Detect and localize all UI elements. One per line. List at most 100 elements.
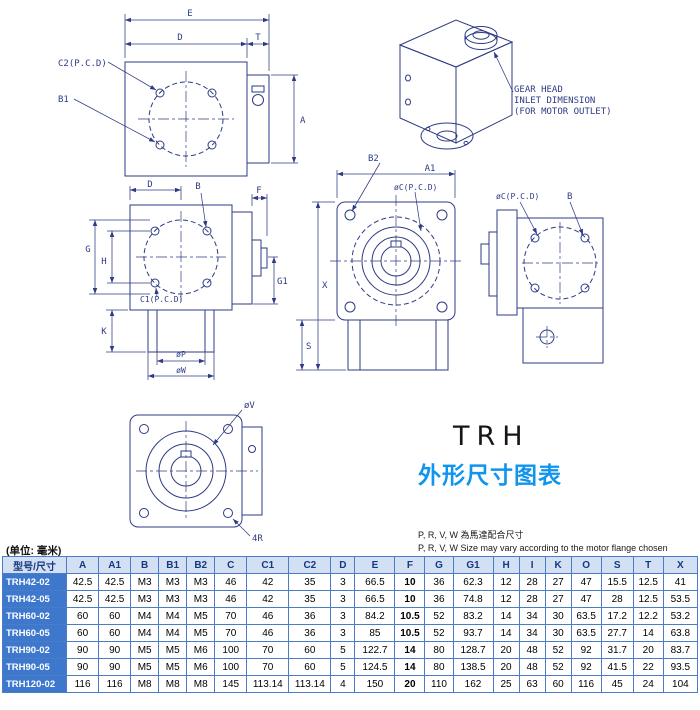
value-cell: 20 [632, 641, 664, 659]
value-cell: M8 [186, 675, 216, 693]
callout-b2: B2 [368, 154, 379, 164]
callout-gearhead-line2: INLET DIMENSION [514, 96, 595, 106]
value-cell: 27 [544, 573, 572, 591]
dim-label-g1: G1 [277, 277, 288, 287]
value-cell: 12 [492, 590, 520, 608]
model-cell: TRH90-05 [1, 658, 68, 676]
value-cell: 116 [570, 675, 602, 693]
callout-c2-pcd: C2(P.C.D) [58, 59, 107, 69]
dim-label-h: H [101, 257, 106, 267]
value-cell: 42.5 [66, 590, 100, 608]
column-header: C [214, 556, 248, 574]
series-title: TRH [452, 421, 530, 452]
value-cell: 45 [600, 675, 634, 693]
dim-label-d: D [177, 33, 182, 43]
value-cell: 116 [98, 675, 132, 693]
value-cell: 14 [394, 641, 426, 659]
value-cell: 3 [330, 590, 356, 608]
value-cell: 12.5 [632, 573, 664, 591]
value-cell: 5 [330, 658, 356, 676]
value-cell: 28 [518, 590, 546, 608]
value-cell: 42.5 [98, 590, 132, 608]
column-header: T [632, 556, 664, 574]
dim-label-phi-v: øV [244, 401, 255, 411]
value-cell: 47 [570, 590, 602, 608]
value-cell: 128.7 [452, 641, 494, 659]
value-cell: M4 [130, 607, 160, 625]
value-cell: 17.2 [600, 607, 634, 625]
dim-label-d2: D [147, 180, 152, 190]
value-cell: 100 [214, 641, 248, 659]
value-cell: 83.7 [662, 641, 699, 659]
value-cell: 10.5 [394, 624, 426, 642]
value-cell: 14 [394, 658, 426, 676]
callout-gearhead-line1: GEAR HEAD [514, 85, 563, 95]
column-header: B2 [186, 556, 216, 574]
dim-label-k: K [101, 327, 107, 337]
dim-label-t: T [255, 33, 261, 43]
value-cell: 93.5 [662, 658, 699, 676]
value-cell: 70 [246, 658, 290, 676]
value-cell: M3 [158, 590, 188, 608]
value-cell: 28 [600, 590, 634, 608]
column-header: F [394, 556, 426, 574]
value-cell: 48 [518, 641, 546, 659]
value-cell: 52 [424, 624, 454, 642]
value-cell: 36 [288, 607, 332, 625]
model-cell: TRH42-02 [1, 573, 68, 591]
value-cell: 74.8 [452, 590, 494, 608]
value-cell: 14 [492, 607, 520, 625]
value-cell: M5 [130, 658, 160, 676]
value-cell: 90 [98, 641, 132, 659]
value-cell: 85 [354, 624, 396, 642]
value-cell: 42 [246, 573, 290, 591]
value-cell: 20 [394, 675, 426, 693]
value-cell: 3 [330, 607, 356, 625]
value-cell: 53.5 [662, 590, 699, 608]
dim-label-g: G [85, 245, 90, 255]
callout-b-right: B [567, 192, 572, 202]
column-header: H [492, 556, 520, 574]
value-cell: M5 [158, 641, 188, 659]
column-header: K [544, 556, 572, 574]
column-header: A1 [98, 556, 132, 574]
column-header: B [130, 556, 160, 574]
value-cell: 10.5 [394, 607, 426, 625]
column-header: C2 [288, 556, 332, 574]
value-cell: 70 [214, 607, 248, 625]
value-cell: 14 [632, 624, 664, 642]
value-cell: 52 [544, 641, 572, 659]
value-cell: 90 [66, 641, 100, 659]
column-header: G1 [452, 556, 494, 574]
value-cell: 63 [518, 675, 546, 693]
value-cell: M4 [158, 624, 188, 642]
value-cell: M5 [158, 658, 188, 676]
value-cell: M5 [186, 624, 216, 642]
callout-b: B [195, 182, 200, 192]
value-cell: 36 [424, 590, 454, 608]
value-cell: 80 [424, 658, 454, 676]
value-cell: 30 [544, 624, 572, 642]
value-cell: 113.14 [246, 675, 290, 693]
column-header: X [662, 556, 699, 574]
dim-label-e: E [187, 9, 192, 19]
value-cell: 3 [330, 573, 356, 591]
view-side-right: øC(P.C.D) B [480, 192, 604, 364]
value-cell: 63.5 [570, 607, 602, 625]
value-cell: 90 [98, 658, 132, 676]
value-cell: 28 [518, 573, 546, 591]
dim-label-f: F [256, 186, 261, 196]
value-cell: 15.5 [600, 573, 634, 591]
column-header: C1 [246, 556, 290, 574]
value-cell: 35 [288, 590, 332, 608]
column-header: E [354, 556, 396, 574]
dim-label-phi-p: øP [176, 350, 186, 359]
view-side-left: D B F G H G1 K C1(P.C.D) øP øW [85, 180, 288, 380]
value-cell: 42.5 [66, 573, 100, 591]
value-cell: 70 [246, 641, 290, 659]
